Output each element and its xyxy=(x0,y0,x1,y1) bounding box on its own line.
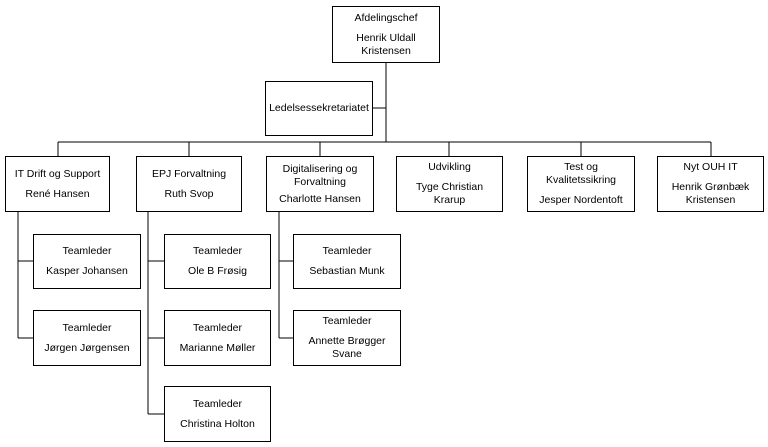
box-title: Teamleder xyxy=(192,397,243,410)
org-box-team-leader: Teamleder Sebastian Munk xyxy=(293,234,401,289)
box-title: Teamleder xyxy=(62,245,112,257)
org-box-team-leader: Teamleder Kasper Johansen xyxy=(33,234,141,289)
box-title: Nyt OUH IT xyxy=(683,161,738,173)
box-name: Henrik Grønbæk Kristensen xyxy=(671,181,750,206)
org-box-division: Udvikling Tyge Christian Krarup xyxy=(396,156,503,212)
org-box-team-leader: Teamleder Christina Holton xyxy=(164,386,271,442)
box-name: Charlotte Hansen xyxy=(279,192,361,205)
box-name: Henrik Uldall Kristensen xyxy=(356,31,416,57)
box-name: Kasper Johansen xyxy=(46,265,128,277)
box-title: Teamleder xyxy=(192,321,243,334)
box-title: Teamleder xyxy=(322,315,372,327)
box-title: Digitalisering og Forvaltning xyxy=(282,162,358,188)
box-name: Marianne Møller xyxy=(179,341,256,354)
org-box-division: IT Drift og Support René Hansen xyxy=(5,156,110,212)
org-box-division: EPJ Forvaltning Ruth Svop xyxy=(136,156,242,212)
box-title: Teamleder xyxy=(192,245,243,257)
box-title: Ledelsessekretariatet xyxy=(269,102,369,114)
box-title: Udvikling xyxy=(428,161,471,173)
org-box-division: Digitalisering og Forvaltning Charlotte … xyxy=(266,156,374,212)
box-name: Annette Brøgger Svane xyxy=(308,335,386,360)
box-title: Teamleder xyxy=(322,245,372,257)
org-box-division: Nyt OUH IT Henrik Grønbæk Kristensen xyxy=(657,156,764,212)
box-name: Christina Holton xyxy=(180,417,255,430)
box-title: EPJ Forvaltning xyxy=(151,167,227,180)
box-name: René Hansen xyxy=(25,187,90,200)
org-box-team-leader: Teamleder Ole B Frøsig xyxy=(164,234,271,289)
box-name: Jørgen Jørgensen xyxy=(44,341,130,354)
org-box-department-head: Afdelingschef Henrik Uldall Kristensen xyxy=(332,6,440,63)
box-name: Ole B Frøsig xyxy=(188,265,247,277)
box-title: IT Drift og Support xyxy=(14,167,101,180)
box-title: Afdelingschef xyxy=(354,11,418,24)
box-title: Test og Kvalitetssikring xyxy=(545,161,617,186)
org-box-division: Test og Kvalitetssikring Jesper Nordento… xyxy=(527,156,635,212)
org-box-team-leader: Teamleder Jørgen Jørgensen xyxy=(33,310,141,366)
box-name: Sebastian Munk xyxy=(309,265,385,277)
box-name: Ruth Svop xyxy=(164,187,214,200)
box-name: Jesper Nordentoft xyxy=(539,194,623,206)
org-box-secretariat: Ledelsessekretariatet xyxy=(265,81,373,136)
org-box-team-leader: Teamleder Annette Brøgger Svane xyxy=(293,310,401,366)
box-name: Tyge Christian Krarup xyxy=(415,181,484,206)
box-title: Teamleder xyxy=(62,321,112,334)
org-box-team-leader: Teamleder Marianne Møller xyxy=(164,310,271,366)
